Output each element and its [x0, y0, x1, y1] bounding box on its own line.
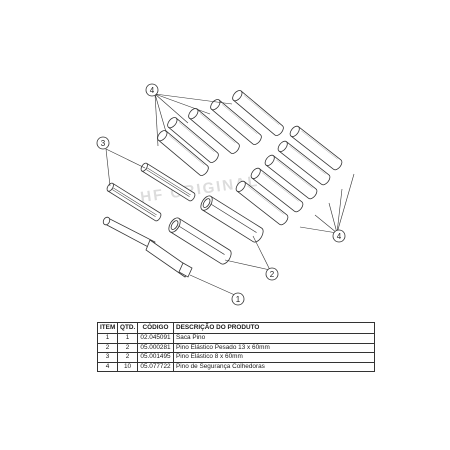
header-item: ITEM: [97, 322, 118, 334]
cell-descricao: Pino Elástico Pesado 13 x 60mm: [173, 342, 375, 354]
leader-lines: [105, 93, 355, 297]
header-descricao: DESCRIÇÃO DO PRODUTO: [173, 322, 375, 334]
cell-qtd: 2: [117, 342, 138, 354]
header-qtd: QTD.: [117, 322, 138, 334]
svg-text:2: 2: [270, 270, 275, 279]
callout-3: 3: [96, 136, 110, 150]
svg-text:1: 1: [236, 295, 241, 304]
pin-punch-part: [102, 216, 193, 278]
heavy-elastic-pin-part: [166, 193, 266, 267]
svg-text:4: 4: [337, 232, 342, 241]
table-row: 3 2 05.001495 Pino Elástico 8 x 60mm: [97, 352, 375, 363]
cell-item: 2: [97, 342, 118, 354]
cell-item: 1: [97, 333, 118, 344]
cell-qtd: 1: [117, 333, 138, 344]
cell-codigo: 05.077722: [137, 361, 174, 373]
cell-item: 3: [97, 352, 118, 363]
table-row: 1 1 02.045091 Saca Pino: [97, 333, 375, 344]
cell-qtd: 2: [117, 352, 138, 363]
callout-4-top: 4: [145, 83, 159, 97]
svg-text:4: 4: [150, 86, 155, 95]
cell-qtd: 10: [117, 361, 138, 373]
cell-descricao: Pino Elástico 8 x 60mm: [173, 352, 375, 363]
parts-list-table: ITEM QTD. CÓDIGO DESCRIÇÃO DO PRODUTO 1 …: [97, 322, 375, 373]
cell-item: 4: [97, 361, 118, 373]
callout-4-bottom: 4: [332, 229, 346, 243]
callout-2: 2: [265, 267, 279, 281]
cell-descricao: Pino de Segurança Colhedoras: [173, 361, 375, 373]
table-row: 2 2 05.000281 Pino Elástico Pesado 13 x …: [97, 342, 375, 354]
cell-codigo: 05.000281: [137, 342, 174, 354]
cell-codigo: 05.001495: [137, 352, 174, 363]
table-row: 4 10 05.077722 Pino de Segurança Colhedo…: [97, 361, 375, 373]
cell-descricao: Saca Pino: [173, 333, 375, 344]
callout-1: 1: [231, 292, 245, 306]
header-codigo: CÓDIGO: [137, 322, 174, 334]
cell-codigo: 02.045091: [137, 333, 174, 344]
safety-pin-part: [155, 88, 345, 227]
table-header-row: ITEM QTD. CÓDIGO DESCRIÇÃO DO PRODUTO: [97, 322, 375, 334]
svg-text:3: 3: [101, 139, 106, 148]
